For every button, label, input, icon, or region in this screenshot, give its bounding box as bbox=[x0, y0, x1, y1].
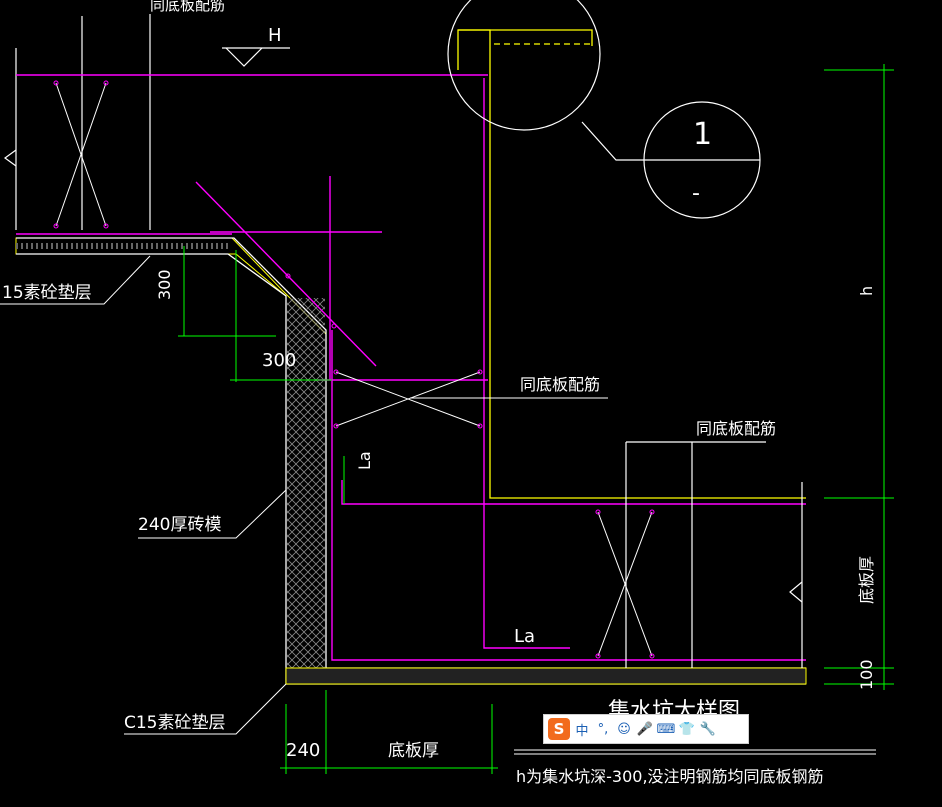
pad-bottom-label: C15素砼垫层 bbox=[124, 713, 226, 733]
pit-concrete-line bbox=[457, 29, 806, 499]
top-rebar bbox=[16, 74, 488, 235]
leader-lines bbox=[0, 255, 287, 735]
bottom-concrete-pad bbox=[285, 667, 807, 685]
top-rebar-cross bbox=[55, 82, 107, 227]
mid-rebar-label: 同底板配筋 bbox=[520, 375, 600, 394]
top-rebar-dots bbox=[53, 80, 109, 229]
dim-300-vertical: 300 bbox=[155, 269, 174, 300]
settings-icon[interactable]: 🔧 bbox=[699, 721, 717, 737]
dim-240: 240 bbox=[286, 740, 320, 761]
dim-slab-vertical: 底板厚 bbox=[857, 556, 876, 604]
brick-wall bbox=[287, 298, 325, 668]
pit-outline bbox=[16, 237, 806, 685]
dim-300-horizontal: 300 bbox=[262, 350, 296, 371]
input-mode-button[interactable]: 中 bbox=[575, 723, 589, 739]
skin-icon[interactable]: 👕 bbox=[678, 721, 696, 737]
dim-100: 100 bbox=[857, 659, 876, 690]
mid-rebar-cross bbox=[335, 371, 653, 657]
keyboard-icon[interactable]: ⌨ bbox=[656, 721, 676, 737]
anchor-label-vertical: La bbox=[355, 451, 374, 470]
top-rebar-label: 同底板配筋 bbox=[150, 0, 225, 14]
drawing-note: h为集水坑深-300,没注明钢筋均同底板钢筋 bbox=[516, 767, 824, 786]
pad-top-label: 15素砼垫层 bbox=[2, 283, 92, 303]
brick-label: 240厚砖模 bbox=[138, 515, 221, 535]
detail-number: 1 bbox=[693, 117, 712, 152]
dimension-lines bbox=[178, 64, 894, 774]
top-slab-outline bbox=[3, 14, 151, 230]
dim-h: h bbox=[857, 286, 876, 296]
emoji-icon[interactable]: ☺ bbox=[617, 721, 631, 737]
anchor-label-horizontal: La bbox=[514, 626, 535, 647]
sogou-logo-icon[interactable]: S bbox=[548, 718, 570, 740]
detail-callout bbox=[447, 0, 761, 219]
detail-sheet: - bbox=[692, 181, 700, 206]
right-slab-outline bbox=[625, 441, 803, 668]
rebar-dots bbox=[285, 273, 655, 659]
level-mark-label: H bbox=[268, 25, 282, 46]
level-mark bbox=[222, 47, 290, 67]
title-underline bbox=[514, 749, 876, 755]
right-rebar-label: 同底板配筋 bbox=[696, 419, 776, 438]
pit-rebar bbox=[195, 78, 806, 661]
microphone-icon[interactable]: 🎤 bbox=[636, 721, 654, 737]
dim-slab-thickness: 底板厚 bbox=[388, 741, 439, 761]
ime-toolbar[interactable]: S 中 °, ☺ 🎤 ⌨ 👕 🔧 bbox=[543, 714, 749, 744]
punctuation-button[interactable]: °, bbox=[597, 721, 609, 737]
